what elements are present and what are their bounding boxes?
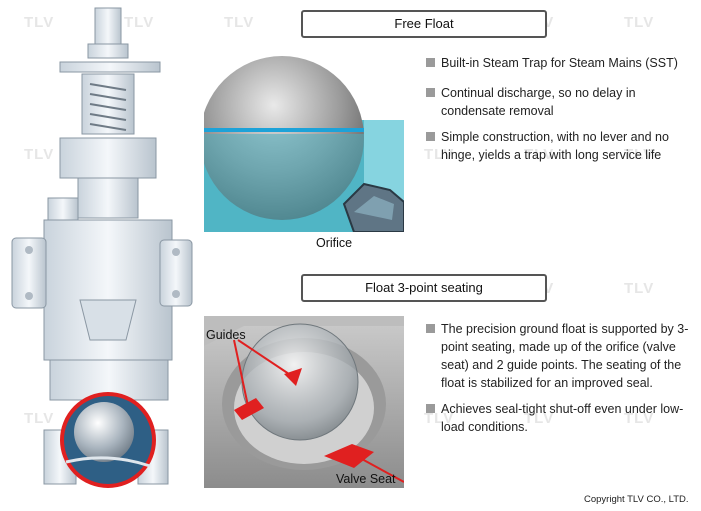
float-seating-illustration-icon [204,316,404,488]
watermark: TLV [624,280,655,297]
free-float-bullets: Built-in Steam Trap for Steam Mains (SST… [426,54,694,172]
copyright-text: Copyright TLV CO., LTD. [584,494,689,505]
watermark: TLV [624,146,655,163]
bullet-square-icon [426,324,435,333]
bullet-text: The precision ground float is supported … [441,322,689,390]
bullet-square-icon [426,58,435,67]
watermark: TLV [424,410,455,427]
watermark: TLV [24,410,55,427]
watermark: TLV [224,14,255,31]
float-ball-illustration-icon [204,44,404,232]
valve-cutaway-icon [11,7,193,488]
float-3-point-bullets: The precision ground float is supported … [426,320,694,444]
bullet-square-icon [426,404,435,413]
watermark: TLV [424,146,455,163]
watermark: TLV [24,146,55,163]
watermark: TLV [524,410,555,427]
bullet-item: Built-in Steam Trap for Steam Mains (SST… [426,54,694,72]
bullet-square-icon [426,88,435,97]
float-3-point-seating-title: Float 3-point seating [301,274,547,302]
watermark: TLV [24,14,55,31]
valve-seat-caption: Valve Seat [336,472,396,486]
bullet-item: Achieves seal-tight shut-off even under … [426,400,694,436]
bullet-text: Continual discharge, so no delay in cond… [441,86,636,118]
bullet-text: Built-in Steam Trap for Steam Mains (SST… [441,56,678,70]
orifice-caption: Orifice [316,236,353,250]
bullet-item: The precision ground float is supported … [426,320,694,392]
bullet-item: Simple construction, with no lever and n… [426,128,694,164]
bullet-square-icon [426,132,435,141]
bullet-text: Achieves seal-tight shut-off even under … [441,402,684,434]
bullet-item: Continual discharge, so no delay in cond… [426,84,694,120]
watermark: TLV [624,14,655,31]
guides-caption: Guides [206,328,246,342]
watermark: TLV [524,146,555,163]
watermark: TLV [124,14,155,31]
free-float-title: Free Float [301,10,547,38]
watermark: TLV [624,410,655,427]
bullet-text: Simple construction, with no lever and n… [441,130,669,162]
